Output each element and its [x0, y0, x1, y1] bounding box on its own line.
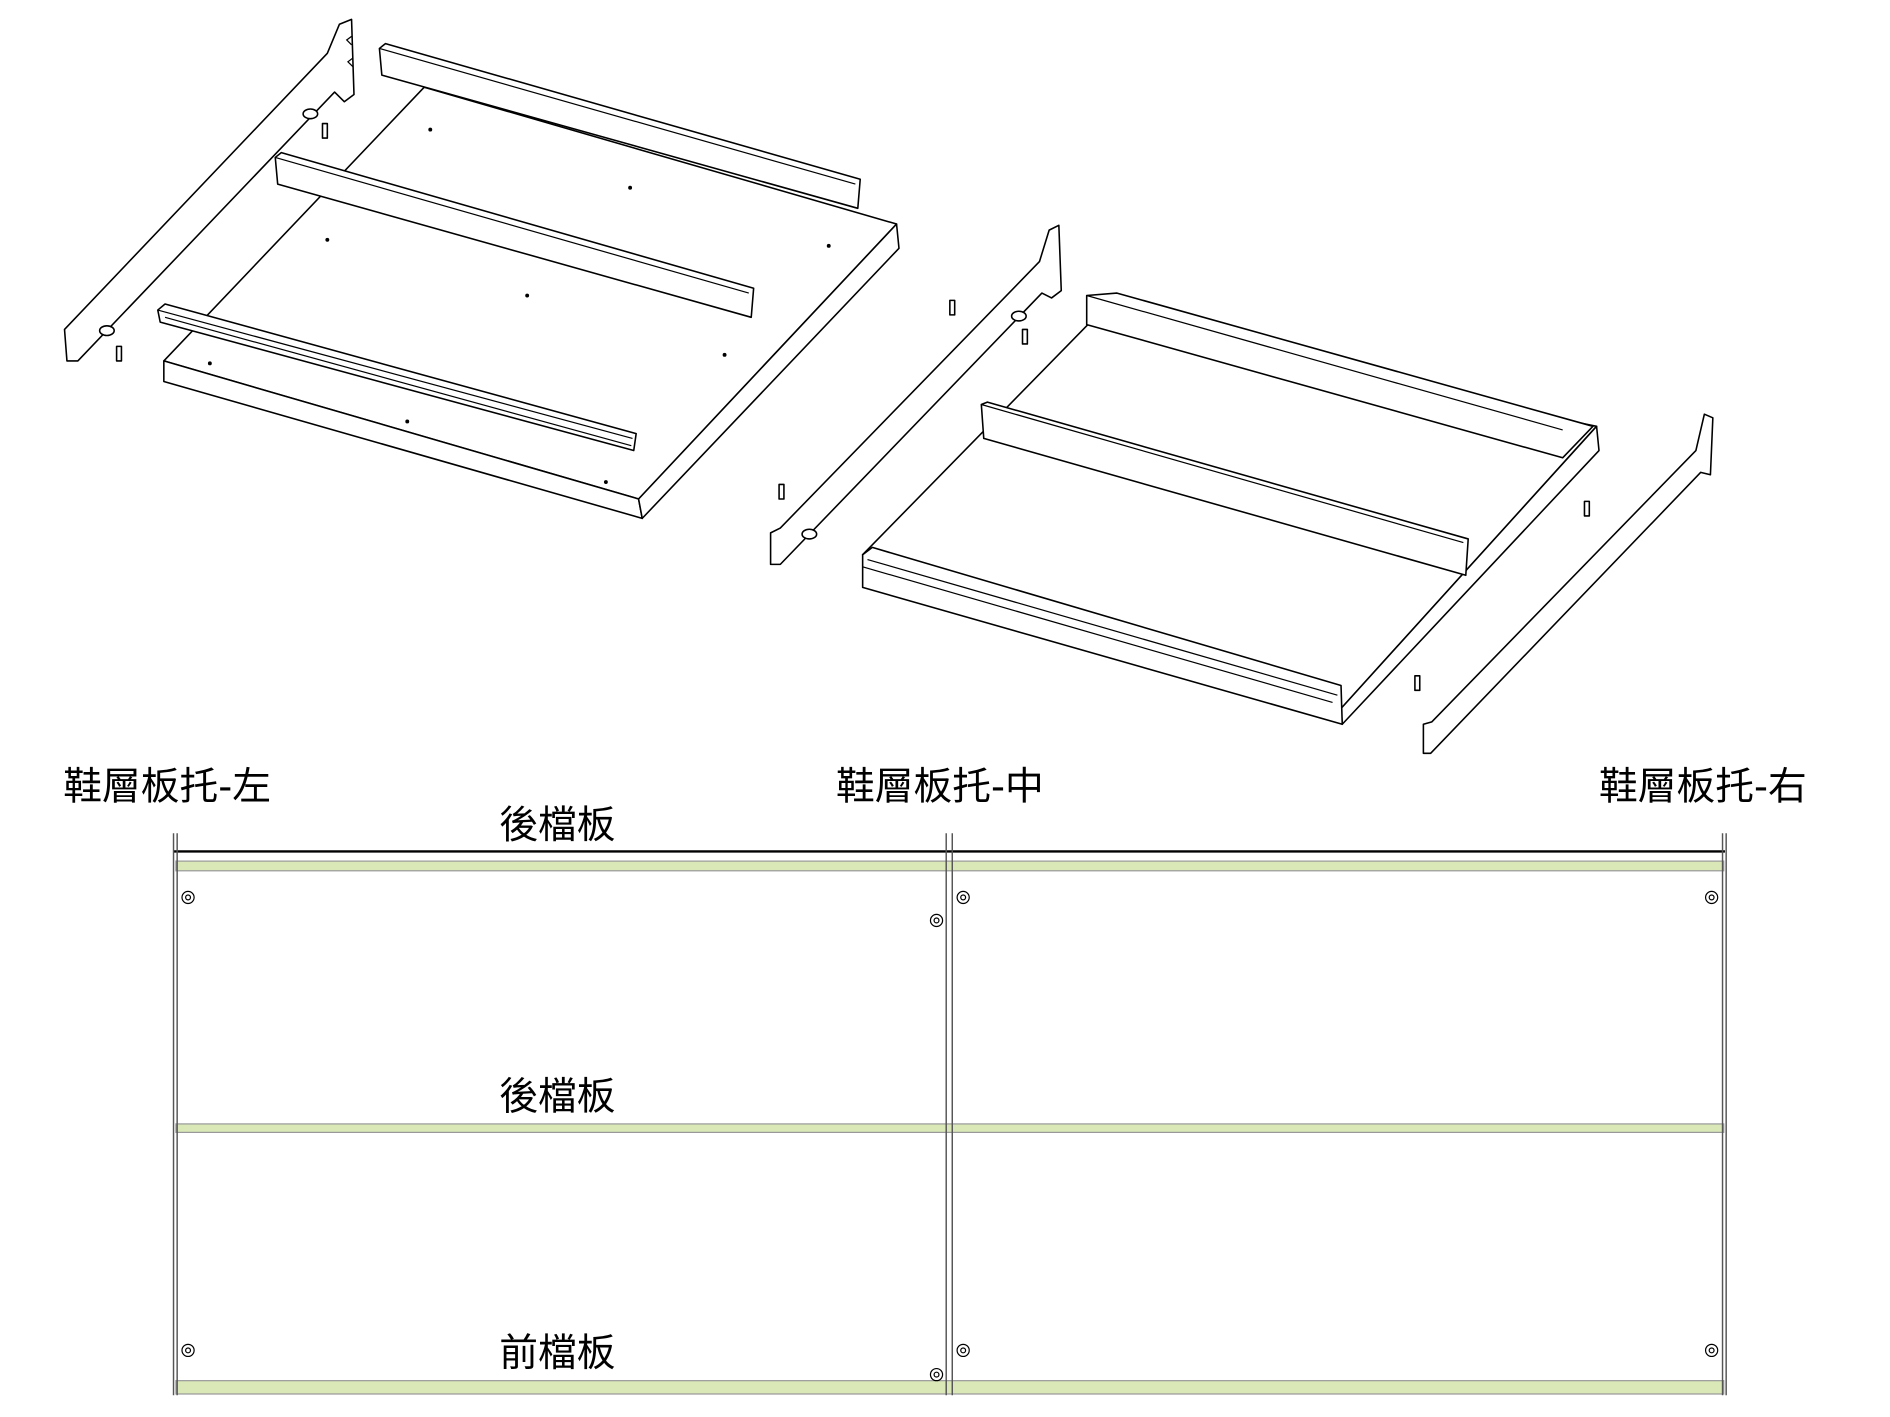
middle-tray-divider [980, 401, 1469, 577]
screw-icon [778, 483, 785, 500]
label-back-panel-middle: 後檔板 [499, 1074, 615, 1119]
screw-icon [1414, 675, 1421, 692]
left-shelf-board-side [637, 223, 900, 520]
posts [172, 833, 1727, 1396]
back-panel-band-top [175, 860, 1725, 872]
bracket-notches [345, 35, 354, 68]
right-bracket [1422, 413, 1714, 755]
dowel-holes [207, 127, 831, 484]
middle-bracket [769, 224, 1063, 566]
right-bracket-assembly [1414, 413, 1714, 755]
screw-icon [1021, 328, 1029, 345]
label-bracket-right: 鞋層板托-右 [1599, 764, 1807, 809]
washer-icon [801, 528, 818, 540]
label-bracket-middle: 鞋層板托-中 [836, 764, 1044, 809]
left-middle-rail [274, 151, 755, 319]
screw-icon [321, 122, 329, 139]
front-panel-band [175, 1380, 1725, 1395]
plan-view [172, 833, 1727, 1396]
left-shelf-assembly [63, 18, 900, 520]
label-back-panel-top: 後檔板 [499, 803, 615, 848]
back-panel-band-middle [175, 1123, 1725, 1133]
washer-icon [98, 325, 115, 337]
screw-icon [1583, 500, 1591, 517]
middle-tray-floor [861, 323, 1598, 710]
left-back-rail [378, 42, 862, 210]
left-bracket [63, 18, 355, 362]
label-bracket-left: 鞋層板托-左 [63, 764, 271, 809]
middle-tray-back-wall [1085, 292, 1594, 459]
screw-icon [949, 299, 956, 316]
washer-icon [1010, 310, 1027, 322]
bolt-icons [181, 890, 1719, 1382]
label-front-panel: 前檔板 [499, 1331, 615, 1376]
screw-icon [115, 345, 123, 362]
middle-shelf-assembly [769, 224, 1600, 726]
washer-icon [302, 108, 319, 120]
